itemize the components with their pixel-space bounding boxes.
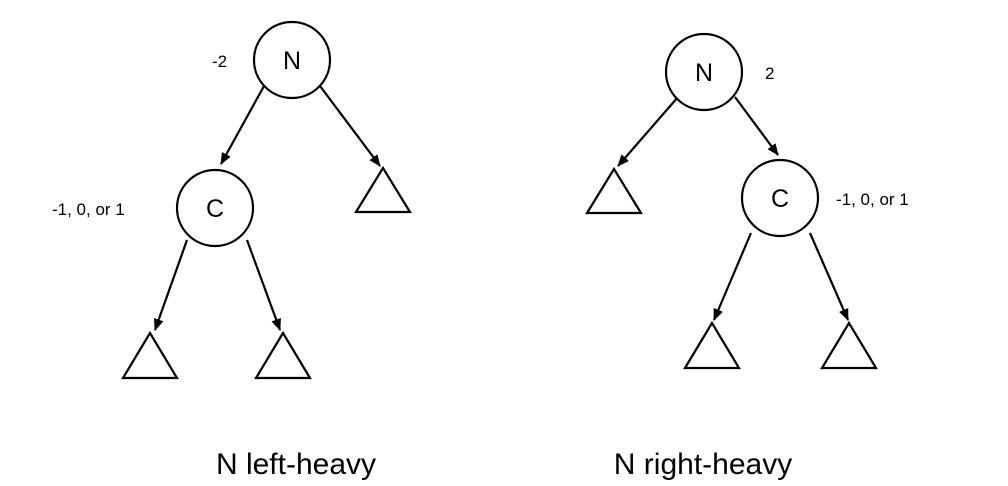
child-balance-factor: -1, 0, or 1 xyxy=(52,200,125,219)
left-tree-caption: N left-heavy xyxy=(216,448,376,481)
root-node-circle xyxy=(252,20,332,100)
right-tree-caption: N right-heavy xyxy=(614,448,792,481)
root-node-circle xyxy=(664,32,744,112)
edge-n-to-right-subtree xyxy=(319,85,381,167)
root-node-label: N xyxy=(283,47,301,75)
left-right-subtree-triangle xyxy=(254,330,312,380)
root-balance-factor: -2 xyxy=(212,52,227,71)
edge-c-to-left-subtree xyxy=(712,232,753,321)
edge-n-to-left-subtree xyxy=(617,96,679,167)
child-node-circle xyxy=(740,158,820,238)
right-right-subtree-triangle xyxy=(820,320,878,370)
left-tree: N -2 C -1, 0, or 1 N left-heavy xyxy=(52,20,412,481)
child-node-label: C xyxy=(771,185,789,213)
edge-c-to-right-subtree xyxy=(245,239,282,331)
right-left-subtree-triangle xyxy=(683,320,741,370)
child-node: C xyxy=(175,168,255,248)
root-node-label: N xyxy=(695,59,713,87)
edge-n-to-c xyxy=(734,96,779,156)
root-node: N xyxy=(252,20,332,100)
left-left-subtree-triangle xyxy=(121,330,179,380)
child-node-label: C xyxy=(206,195,224,223)
root-balance-factor: 2 xyxy=(765,64,774,83)
root-node: N xyxy=(664,32,744,112)
child-node-circle xyxy=(175,168,255,248)
right-tree: N 2 C -1, 0, or 1 N right-heavy xyxy=(585,32,909,481)
left-subtree-triangle xyxy=(585,166,643,215)
edge-c-to-right-subtree xyxy=(808,232,850,321)
edge-n-to-c xyxy=(220,85,265,165)
child-node: C xyxy=(740,158,820,238)
child-balance-factor: -1, 0, or 1 xyxy=(836,190,909,209)
right-subtree-triangle xyxy=(354,165,412,214)
edge-c-to-left-subtree xyxy=(153,239,189,331)
